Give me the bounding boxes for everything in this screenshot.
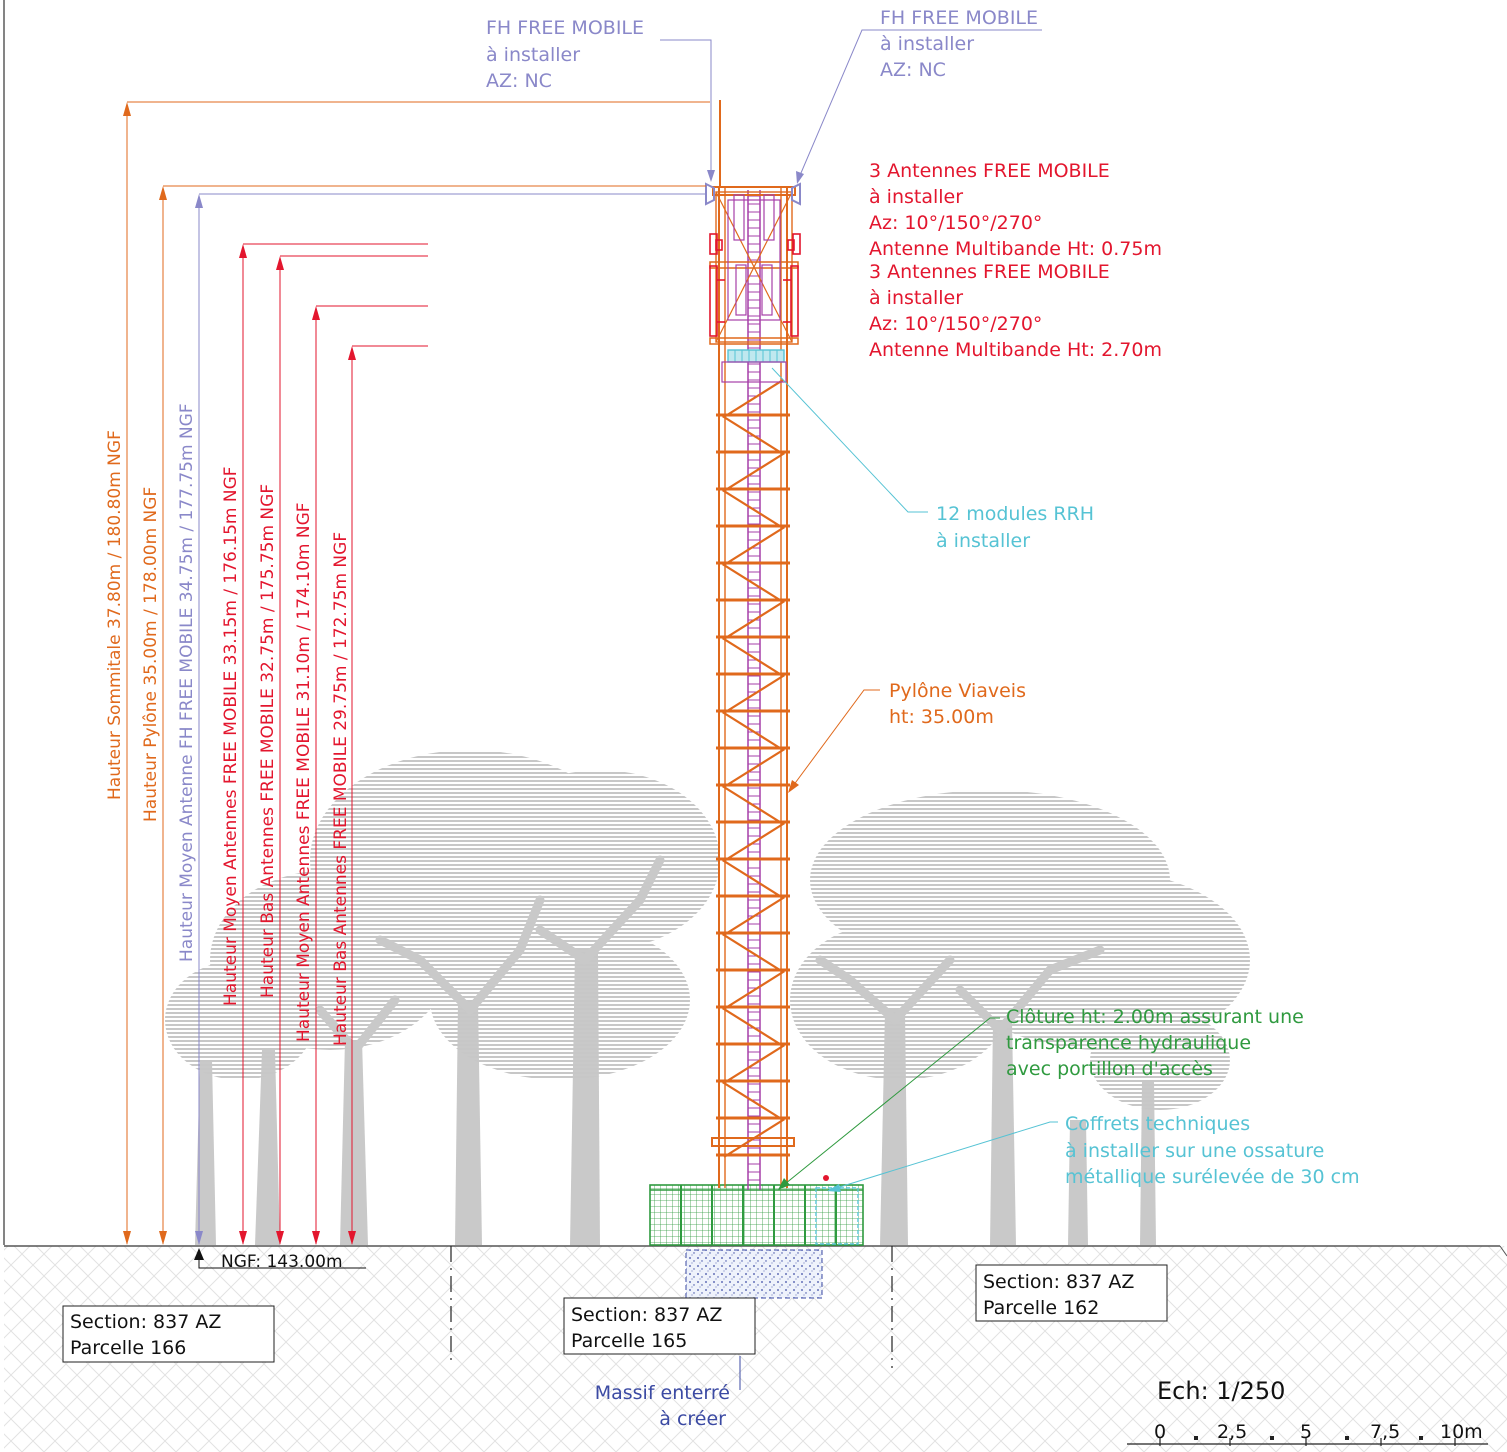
parcel-boundaries [450,1246,893,1368]
height-label-sommitale: Hauteur Sommitale 37.80m / 180.80m NGF [105,430,125,800]
antennas-top-line4: Antenne Multibande Ht: 0.75m [869,238,1162,260]
tree-branches [315,855,1105,1055]
antennas-top-left [709,233,723,255]
parcel-165-line1: Section: 837 AZ [571,1304,722,1326]
fh-right-line3: AZ: NC [880,59,946,81]
antennas-top-line2: à installer [869,186,963,208]
pylone-line1: Pylône Viaveis [889,680,1026,702]
massif-callout: Massif enterré à créer [595,1382,730,1430]
scale-bar: Ech: 1/250 0 2,5 5 7,5 10m [1127,1377,1488,1446]
fh-left-line1: FH FREE MOBILE [486,17,644,39]
scale-tick-2: 5 [1300,1421,1312,1443]
fence-enclosure [649,1175,864,1246]
antennas-bottom-line1: 3 Antennes FREE MOBILE [869,261,1110,283]
height-label-moyen-top: Hauteur Moyen Antennes FREE MOBILE 33.15… [221,466,241,1006]
ngf-label: NGF: 143.00m [221,1252,343,1272]
fh-right-callout: FH FREE MOBILE à installer AZ: NC [880,7,1038,81]
height-label-bas-low: Hauteur Bas Antennes FREE MOBILE 29.75m … [331,532,351,1046]
cloture-line2: transparence hydraulique [1006,1032,1251,1054]
parcel-166-line1: Section: 837 AZ [70,1311,221,1333]
tree-crowns [165,750,1250,1110]
callout-leaders [660,29,1058,1390]
height-label-moyen-low: Hauteur Moyen Antennes FREE MOBILE 31.10… [294,502,314,1042]
scale-label: Ech: 1/250 [1157,1377,1285,1405]
antennas-top-line3: Az: 10°/150°/270° [869,212,1042,234]
cloture-line1: Clôture ht: 2.00m assurant une [1006,1006,1304,1028]
parcel-165-line2: Parcelle 165 [571,1330,687,1352]
rrh-callout: 12 modules RRH à installer [936,503,1094,552]
fh-dish-right [791,182,801,206]
fh-right-line2: à installer [880,33,974,55]
pylon-structure [705,100,801,1190]
fh-right-line1: FH FREE MOBILE [880,7,1038,29]
fh-left-line3: AZ: NC [486,70,552,92]
ngf-marker: NGF: 143.00m [194,1248,366,1272]
antenna-head [709,186,799,345]
parcel-166-line2: Parcelle 166 [70,1337,186,1359]
parcel-box-162: Section: 837 AZ Parcelle 162 [975,1264,1168,1322]
rrh-line2: à installer [936,530,1030,552]
coffrets-line3: métallique surélevée de 30 cm [1065,1166,1360,1188]
coffrets-line2: à installer sur une ossature [1065,1140,1324,1162]
height-dimension-lines [123,101,710,1245]
parcel-box-166: Section: 837 AZ Parcelle 166 [62,1305,275,1363]
massif-line2: à créer [659,1408,726,1430]
parcel-box-165: Section: 837 AZ Parcelle 165 [563,1297,756,1355]
fh-dish-left [705,182,715,206]
access-gate-light [823,1175,829,1181]
ground-edge [1499,1245,1507,1257]
height-label-bas-top: Hauteur Bas Antennes FREE MOBILE 32.75m … [258,484,278,998]
pylon-base-platform [711,1137,795,1147]
parcel-162-line2: Parcelle 162 [983,1297,1099,1319]
fh-left-line2: à installer [486,44,580,66]
pylone-callout: Pylône Viaveis ht: 35.00m [889,680,1026,728]
rrh-modules [721,349,787,383]
antennas-bottom-line3: Az: 10°/150°/270° [869,313,1042,335]
scale-tick-3: 7,5 [1370,1421,1400,1443]
scale-tick-0: 0 [1154,1421,1166,1443]
fh-left-callout: FH FREE MOBILE à installer AZ: NC [486,17,644,92]
parcel-162-line1: Section: 837 AZ [983,1271,1134,1293]
scale-tick-1: 2,5 [1217,1421,1247,1443]
coffrets-callout: Coffrets techniques à installer sur une … [1065,1113,1360,1188]
trees-background [165,750,1250,1245]
scale-tick-4: 10m [1440,1421,1483,1443]
antennas-callout: 3 Antennes FREE MOBILE à installer Az: 1… [869,160,1162,361]
height-label-fh: Hauteur Moyen Antenne FH FREE MOBILE 34.… [177,403,197,962]
antennas-top-line1: 3 Antennes FREE MOBILE [869,160,1110,182]
antennas-bottom-line2: à installer [869,287,963,309]
antennas-top-right [787,233,801,255]
height-labels: Hauteur Sommitale 37.80m / 180.80m NGF H… [105,403,351,1046]
antennas-bottom-line4: Antenne Multibande Ht: 2.70m [869,339,1162,361]
coffrets-line1: Coffrets techniques [1065,1113,1250,1135]
cloture-line3: avec portillon d'accès [1006,1058,1213,1080]
foundation-massif [685,1249,823,1299]
height-label-pylone: Hauteur Pylône 35.00m / 178.00m NGF [141,487,161,822]
rrh-line1: 12 modules RRH [936,503,1094,525]
antennas-low-left [709,265,725,337]
pylone-line2: ht: 35.00m [889,706,994,728]
antennas-low-right [783,265,799,337]
massif-line1: Massif enterré [595,1382,730,1404]
cloture-callout: Clôture ht: 2.00m assurant une transpare… [1006,1006,1304,1080]
